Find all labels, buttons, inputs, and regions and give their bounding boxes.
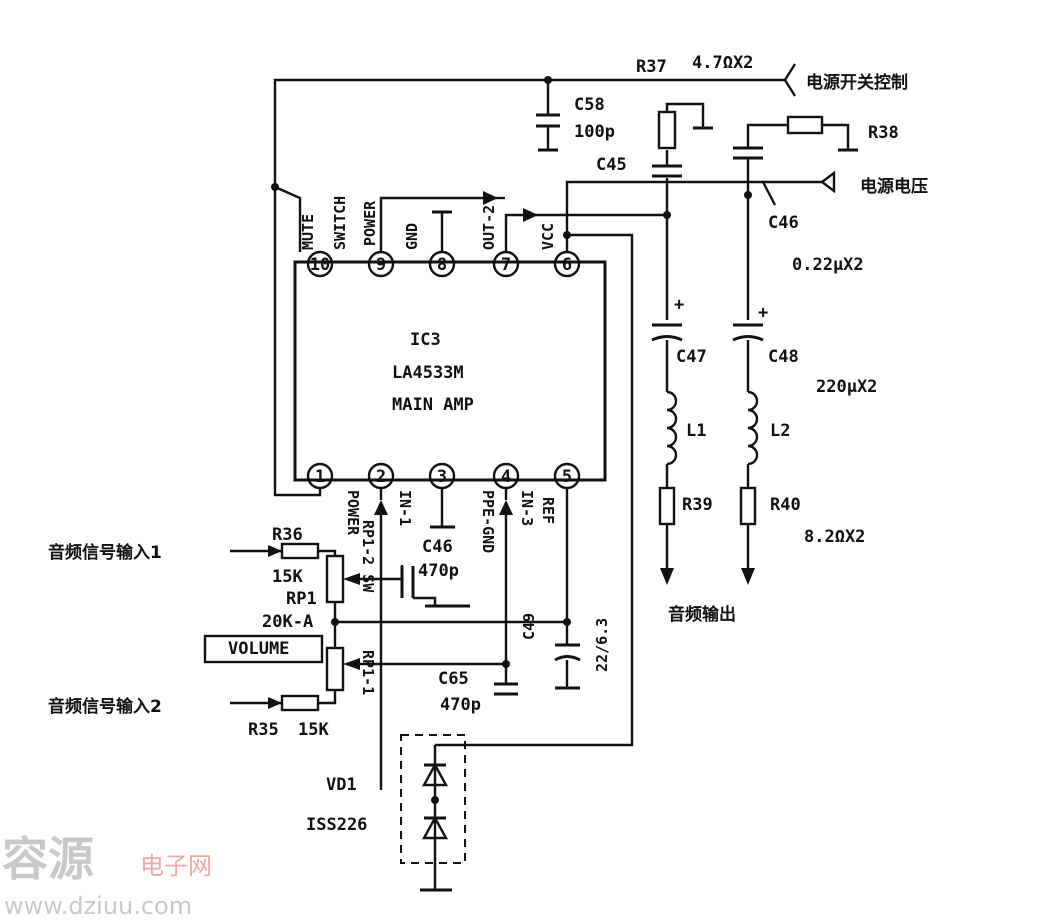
pin-rp1-2-label: RP1-2 SW (359, 520, 377, 593)
c49-value: 22/6.3 (593, 618, 611, 672)
pin-power-label: POWER (361, 200, 379, 246)
vd1-label: VD1 (326, 775, 357, 795)
pin-in1-label: IN-1 (396, 490, 414, 526)
wires-bottom (203, 488, 581, 740)
diode-pair (379, 734, 634, 892)
r36-value: 15K (272, 567, 303, 587)
pin-ref-label: REF (539, 497, 557, 524)
ic-name: IC3 (410, 330, 441, 350)
wires-top (271, 63, 858, 735)
wires-output: + + (651, 295, 768, 585)
l1-label: L1 (686, 421, 706, 441)
audio-input-2-label: 音频信号输入2 (48, 696, 162, 717)
pin-9-num: 9 (376, 255, 386, 275)
c65-label: C65 (438, 669, 469, 689)
r39-label: R39 (682, 495, 713, 515)
ic-desc: MAIN AMP (392, 395, 474, 415)
c49-label: C49 (520, 613, 538, 640)
audio-output-label: 音频输出 (668, 604, 736, 625)
c47-label: C47 (676, 347, 707, 367)
c48-value: 220μX2 (816, 377, 877, 397)
rp1-label: RP1 (286, 589, 317, 609)
c48-label: C48 (768, 347, 799, 367)
volume-label: VOLUME (228, 639, 289, 659)
c45-label: C45 (596, 155, 627, 175)
pin-ppegnd-label: PPE-GND (479, 490, 497, 553)
c58-value: 100p (574, 122, 615, 142)
r40-label: R40 (770, 495, 801, 515)
c46-mid-value: 470p (418, 561, 459, 581)
c65-value: 470p (440, 695, 481, 715)
svg-text:+: + (758, 303, 768, 323)
pin-3-num: 3 (437, 467, 447, 487)
watermark-url: www.dziuu.com (4, 892, 192, 920)
c46-top-label: C46 (768, 213, 799, 233)
pin-switch-label: SWITCH (331, 196, 349, 250)
r35-label: R35 (248, 720, 279, 740)
ic-body (293, 260, 607, 482)
r36-label: R36 (272, 525, 303, 545)
pin-6-num: 6 (562, 255, 572, 275)
pin-in3-label: IN-3 (518, 490, 536, 526)
pin-4-num: 4 (501, 467, 511, 487)
rp1-1-label: RP1-1 (359, 650, 377, 695)
r40-value: 8.2ΩX2 (804, 527, 865, 547)
l2-label: L2 (770, 421, 790, 441)
c46-mid-label: C46 (422, 537, 453, 557)
pin-5-num: 5 (562, 467, 572, 487)
pin-7-num: 7 (501, 255, 511, 275)
watermark-sub: 电子网 (140, 852, 212, 880)
pin-vcc-label: VCC (539, 223, 557, 250)
pin-1-num: 1 (315, 467, 325, 487)
r38-label: R38 (868, 123, 899, 143)
pin-8-num: 8 (437, 255, 447, 275)
audio-input-1-label: 音频信号输入1 (48, 542, 162, 563)
power-voltage-label: 电源电压 (860, 176, 928, 197)
pin-10-num: 10 (310, 255, 330, 275)
pin-2-num: 2 (376, 467, 386, 487)
pin-power-bottom-label: POWER (344, 490, 362, 536)
svg-text:+: + (674, 295, 684, 315)
watermark-brand: 容源 (2, 832, 94, 886)
pin-mute-label: MUTE (299, 214, 317, 250)
vd1-part: ISS226 (306, 815, 367, 835)
c46-top-value: 0.22μX2 (792, 255, 864, 275)
power-switch-control-label: 电源开关控制 (806, 72, 908, 93)
pin-gnd-label: GND (403, 223, 421, 250)
pin-out2-label: OUT-2 (480, 205, 498, 250)
rp1-value: 20K-A (262, 612, 313, 632)
c58-label: C58 (574, 95, 605, 115)
r35-value: 15K (298, 720, 329, 740)
ic-part: LA4533M (392, 363, 464, 383)
r37-value: 4.7ΩX2 (692, 53, 753, 73)
r37-label: R37 (636, 57, 667, 77)
